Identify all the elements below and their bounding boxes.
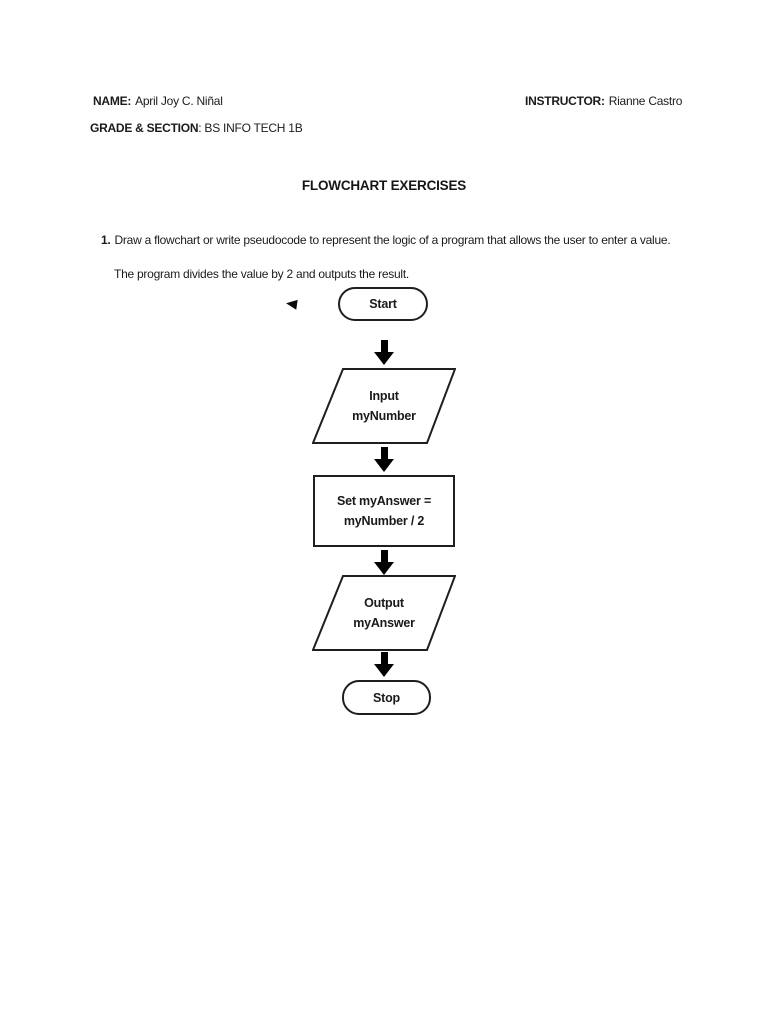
start-label: Start [369, 297, 397, 311]
process-label-line2: myNumber / 2 [343, 514, 425, 528]
instructor-field: INSTRUCTOR:Rianne Castro [525, 94, 682, 108]
exercise-number: 1. [101, 233, 111, 247]
flowchart-node-stop: Stop [342, 680, 431, 715]
output-label-line1: Output [364, 596, 404, 610]
instructor-label: INSTRUCTOR: [525, 94, 605, 108]
output-node-text: Output myAnswer [312, 575, 456, 651]
flow-arrow-down-icon [374, 652, 394, 677]
page-title: FLOWCHART EXERCISES [301, 178, 467, 193]
exercise-text-line1: Draw a flowchart or write pseudocode to … [114, 233, 671, 247]
parallelogram-shape [312, 575, 456, 651]
input-label-line2: myNumber [352, 409, 416, 423]
name-field: NAME:April Joy C. Niñal [93, 94, 223, 108]
flow-arrow-down-icon [374, 550, 394, 575]
parallelogram-shape [312, 368, 456, 444]
arrow-stem [380, 447, 388, 459]
arrow-stem [380, 652, 388, 664]
arrow-head [374, 664, 394, 677]
stop-label: Stop [373, 690, 400, 705]
name-label: NAME: [93, 94, 132, 108]
flowchart-node-start: Start [338, 287, 428, 321]
flow-arrow-down-icon [374, 340, 394, 365]
arrow-head [374, 352, 394, 365]
exercise-text-line2: The program divides the value by 2 and o… [114, 267, 410, 281]
output-label-line2: myAnswer [353, 616, 415, 630]
flowchart-node-input: Input myNumber [312, 368, 456, 444]
grade-section-value: : BS INFO TECH 1B [198, 121, 303, 135]
exercise-prompt-line1: 1.Draw a flowchart or write pseudocode t… [101, 233, 671, 247]
process-label-line1: Set myAnswer = [336, 494, 432, 508]
instructor-value: Rianne Castro [608, 94, 683, 108]
arrow-stem [380, 550, 388, 562]
grade-section-label: GRADE & SECTION [90, 121, 199, 135]
arrow-stem [380, 340, 388, 352]
arrow-head [374, 562, 394, 575]
arrow-head [374, 459, 394, 472]
grade-section-field: GRADE & SECTION: BS INFO TECH 1B [90, 121, 303, 135]
input-node-text: Input myNumber [312, 368, 456, 444]
input-label-line1: Input [369, 389, 399, 403]
cursor-triangle-icon [285, 298, 298, 310]
flow-arrow-down-icon [374, 447, 394, 472]
flowchart-node-output: Output myAnswer [312, 575, 456, 651]
flowchart-node-process: Set myAnswer = myNumber / 2 [313, 475, 455, 547]
name-value: April Joy C. Niñal [135, 94, 223, 108]
